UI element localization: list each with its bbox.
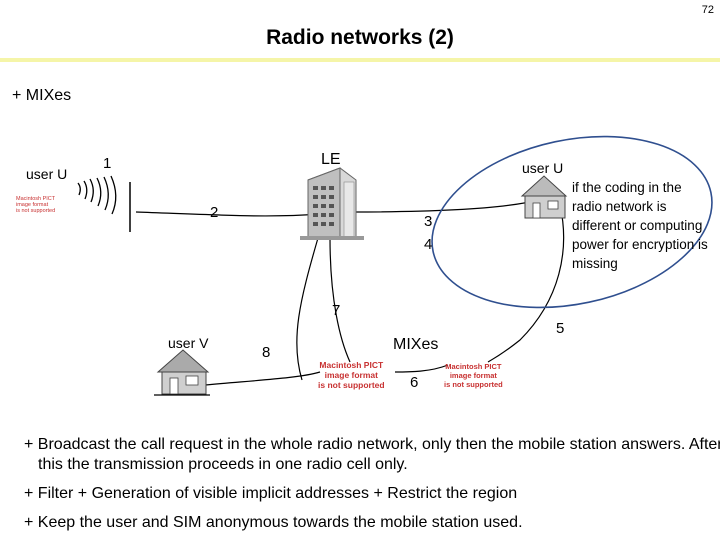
line-left-antenna-to-le bbox=[135, 211, 319, 217]
slide-title: Radio networks (2) bbox=[266, 26, 454, 49]
house-icon-user-v bbox=[154, 349, 210, 396]
pict-placeholder-right: Macintosh PICT image format is not suppo… bbox=[444, 362, 503, 389]
line-le-to-mix-1 bbox=[296, 237, 319, 381]
step-3: 3 bbox=[424, 213, 433, 230]
step-7: 7 bbox=[332, 302, 341, 319]
bullet-anonymous: + Keep the user and SIM anonymous toward… bbox=[24, 514, 523, 531]
line-house-right-to-box bbox=[487, 204, 565, 363]
line-mix-to-right-box bbox=[394, 364, 449, 373]
step-8: 8 bbox=[262, 344, 271, 361]
pict-placeholder-mixes: Macintosh PICT image format is not suppo… bbox=[318, 360, 385, 390]
connection-lines bbox=[135, 199, 565, 386]
house-icon-user-u bbox=[520, 175, 568, 219]
line-le-to-right-house bbox=[351, 199, 539, 213]
step-2: 2 bbox=[210, 204, 219, 221]
page-number: 72 bbox=[701, 4, 714, 16]
title-underline bbox=[0, 58, 720, 62]
mix-scope-ellipse bbox=[431, 135, 713, 309]
step-5: 5 bbox=[556, 320, 565, 337]
step-4: 4 bbox=[424, 236, 433, 253]
mixes-label: MIXes bbox=[393, 336, 439, 353]
line-le-to-mix-2 bbox=[329, 237, 351, 363]
building-icon bbox=[300, 167, 364, 240]
encryption-note: if the coding in the radio network is di… bbox=[572, 180, 708, 271]
step-6: 6 bbox=[410, 374, 419, 391]
le-label: LE bbox=[321, 151, 341, 168]
user-u-left-label: user U bbox=[26, 166, 68, 182]
bullet-filter: + Filter + Generation of visible implici… bbox=[24, 485, 518, 502]
user-u-right-label: user U bbox=[522, 160, 564, 176]
section-heading: + MIXes bbox=[12, 87, 72, 104]
bullet-broadcast: + Broadcast the call request in the whol… bbox=[24, 436, 720, 473]
line-house-v-to-mix bbox=[204, 371, 321, 386]
user-v-label: user V bbox=[168, 335, 209, 351]
radio-waves-icon bbox=[77, 175, 117, 215]
pict-placeholder-small: Macintosh PICT image format is not suppo… bbox=[16, 196, 56, 214]
step-1: 1 bbox=[103, 155, 112, 172]
